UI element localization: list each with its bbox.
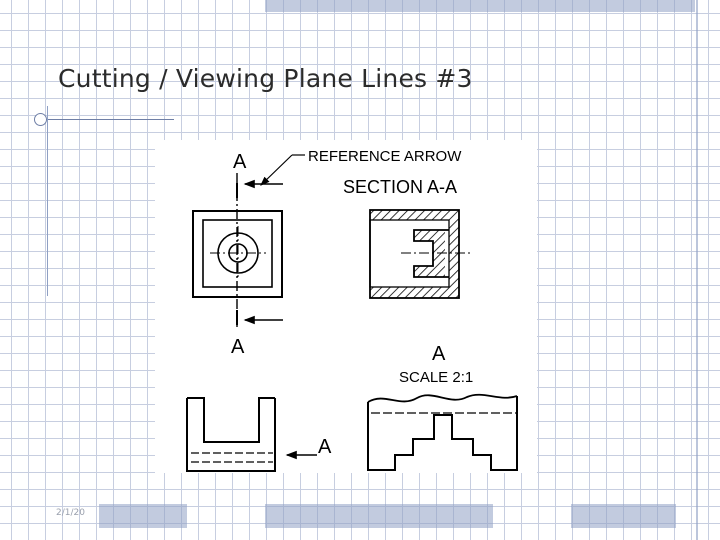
section-view-title: SECTION A-A [343,177,457,197]
footer-decoration-center [265,504,493,528]
technical-drawing: A REFERENCE ARROW SECTION A-A A A SCALE … [186,148,518,472]
reference-arrow-leader [260,154,305,186]
detail-view [367,393,518,471]
cutting-plane-label-bottom: A [231,336,245,358]
reference-arrow-label: REFERENCE ARROW [308,148,462,165]
drawing-figure: A REFERENCE ARROW SECTION A-A A A SCALE … [155,140,537,473]
viewing-plane-label: A [318,436,332,458]
header-decoration-bar [265,0,695,12]
right-margin-line [696,0,698,540]
footer-decoration-left [99,504,187,528]
slide-title: Cutting / Viewing Plane Lines #3 [58,64,473,93]
title-underline [44,119,174,120]
title-bullet-circle [34,113,47,126]
section-view [369,209,471,299]
title-margin-line [47,106,48,296]
partial-view [186,397,276,472]
front-view [192,210,283,298]
footer-decoration-right [571,504,676,528]
detail-scale-label: SCALE 2:1 [399,369,473,386]
cutting-plane-label-top: A [233,151,247,173]
slide-date: 2/1/20 [56,508,85,518]
detail-view-label: A [432,343,446,365]
